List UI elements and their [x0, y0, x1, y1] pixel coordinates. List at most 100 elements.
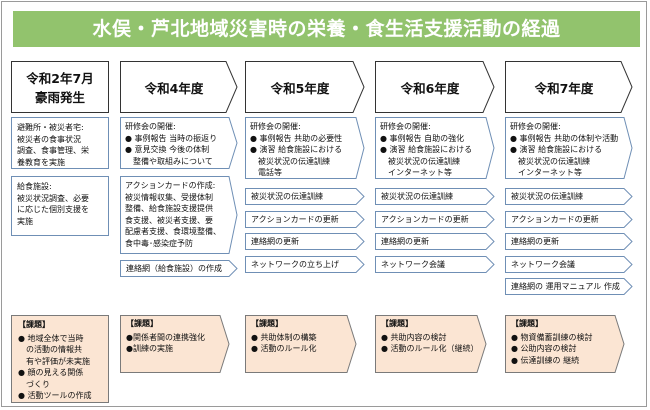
- activity-box-arrow: [375, 117, 495, 179]
- activity-box-arrow: [505, 117, 633, 179]
- activity-box-text: 研修会の開催:● 事例報告 共助の必要性● 演習 給食施設における 被災状況の伝…: [250, 121, 360, 179]
- arrow-item-shape: [375, 255, 495, 273]
- activity-box-text: 避難所・被災者宅:被災者の食事状況調査、食事管理、栄養教育を実施: [17, 122, 103, 168]
- arrow-item-shape: [245, 188, 365, 205]
- arrow-item-label: ネットワーク会議: [511, 259, 575, 269]
- activity-text-line: 整備、給食施設支援提供: [125, 204, 213, 213]
- column-header-1: 令和2年7月豪雨発生: [11, 61, 109, 113]
- issue-line: ● 顔の見える関係: [18, 368, 84, 377]
- activity-box-text: アクションカードの作成:被災情報収集、受援体制整備、給食施設支援提供食支援、被災…: [125, 180, 233, 249]
- activity-arrow-item: アクションカードの更新: [375, 210, 495, 228]
- issue-text: 【課題】 ● 共助体制の構築 ● 活動のルール化: [251, 318, 351, 355]
- column-header-label: 令和2年7月豪雨発生: [11, 61, 109, 113]
- page-title: 水俣・芦北地域災害時の栄養・食生活支援活動の経過: [13, 11, 640, 47]
- arrow-item-label: 被災状況の伝達訓練: [511, 192, 583, 201]
- activity-text-line: 被災者の食事状況: [17, 134, 81, 144]
- activity-text-line: 実施: [17, 216, 33, 226]
- issue-line: ● 伝達訓練の 継続: [511, 355, 580, 365]
- activity-text-line: 被災情報収集、受援体制: [125, 192, 213, 202]
- activity-box: 研修会の開催:● 事例報告 自助の強化● 演習 給食施設における 被災状況の伝達…: [375, 117, 495, 179]
- activity-text-line: 給食施設:: [17, 182, 52, 191]
- issue-box-arrow: [245, 315, 357, 373]
- column-header-5: 令和7年度: [505, 61, 633, 113]
- activity-text-line: ● 事例報告 共助の体制や活動: [510, 133, 619, 143]
- column-header-2: 令和4年度: [120, 61, 238, 113]
- activity-text-line: 研修会の開催:: [380, 122, 431, 131]
- activity-box: 給食施設: 被災状況調査、必要に応じた個別支援を実施: [11, 176, 109, 236]
- activity-arrow-item: 連絡網の更新: [505, 233, 633, 250]
- arrow-item-label: 被災状況の伝達訓練: [381, 192, 453, 201]
- column-header-label: 令和4年度: [120, 61, 228, 113]
- activity-box-arrow: [120, 176, 238, 254]
- column-header-3: 令和5年度: [245, 61, 365, 113]
- activity-text-line: ● 事例報告 自助の強化: [380, 133, 465, 143]
- activity-arrow-item: アクションカードの更新: [505, 210, 633, 228]
- issue-box: 【課題】● 物資備蓄訓練の検討● 公助内容の検討● 伝達訓練の 継続: [505, 315, 625, 373]
- activity-box-arrow: [120, 117, 238, 169]
- activity-arrow-item: 被災状況の伝達訓練: [245, 188, 365, 205]
- activity-text-line: に応じた個別支援を: [17, 205, 89, 214]
- activity-arrow-item: アクションカードの更新: [245, 210, 365, 228]
- header-text-line: 豪雨発生: [34, 90, 85, 105]
- activity-arrow-item: ネットワークの立ち上げ: [245, 255, 365, 273]
- activity-text-line: 被災状況調査、必要: [17, 193, 89, 203]
- arrow-item-shape: [120, 260, 238, 277]
- issue-line: ● 共助体制の構築: [251, 332, 317, 342]
- issue-box: 【課題】● 共助内容の検討● 活動のルール化（継続）: [375, 315, 487, 373]
- arrow-item-shape: [505, 188, 633, 205]
- header-arrow-shape: [505, 61, 633, 113]
- issue-line: ●訓練の実施: [126, 344, 173, 353]
- activity-text-line: 研修会の開催:: [125, 122, 176, 131]
- issue-text: 【課題】● 物資備蓄訓練の検討● 公助内容の検討● 伝達訓練の 継続: [511, 318, 619, 366]
- arrow-item-label: ネットワークの立ち上げ: [251, 259, 339, 269]
- column-header-4: 令和6年度: [375, 61, 495, 113]
- activity-text-line: 調査、食事管理、栄: [17, 146, 89, 155]
- activity-text-line: 研修会の開催:: [510, 122, 561, 131]
- activity-text-line: 電話等: [250, 168, 282, 177]
- activity-text-line: 研修会の開催:: [250, 122, 301, 131]
- column-header-label: 令和6年度: [375, 61, 485, 113]
- activity-box: アクションカードの作成:被災情報収集、受援体制整備、給食施設支援提供食支援、被災…: [120, 176, 238, 254]
- issue-line: ● 物資備蓄訓練の検討: [511, 332, 593, 342]
- activity-box-text: 給食施設: 被災状況調査、必要に応じた個別支援を実施: [17, 181, 103, 227]
- header-text-line: 令和6年度: [400, 80, 460, 96]
- issue-box: 【課題】 ● 共助体制の構築 ● 活動のルール化: [245, 315, 357, 373]
- activity-box: 避難所・被災者宅:被災者の食事状況調査、食事管理、栄養教育を実施: [11, 117, 109, 169]
- activity-box-text: 研修会の開催:● 事例報告 自助の強化● 演習 給食施設における 被災状況の伝達…: [380, 121, 490, 179]
- issue-line: づくり: [18, 379, 50, 389]
- issue-label: 【課題】: [251, 319, 283, 328]
- arrow-item-shape: [505, 233, 633, 250]
- issue-line: の活動の情報共: [18, 345, 82, 354]
- issue-box: 【課題】 ●関係者間の連携強化 ●訓練の実施: [120, 315, 230, 373]
- arrow-item-label: 連絡網（給食施設）の作成: [126, 264, 222, 273]
- activity-text-line: ● 演習 給食施設における: [510, 145, 603, 154]
- arrow-item-label: 連絡網の更新: [251, 237, 299, 246]
- issue-line: ● 公助内容の検討: [511, 344, 577, 353]
- header-arrow-shape: [120, 61, 238, 113]
- issue-line: ● 活動のルール化: [251, 344, 317, 353]
- arrow-item-shape: [505, 278, 633, 295]
- activity-text-line: インターネット等: [510, 168, 582, 177]
- arrow-item-label: 被災状況の伝達訓練: [251, 192, 323, 201]
- activity-box-arrow: [245, 117, 365, 179]
- issue-text: 【課題】 ●関係者間の連携強化 ●訓練の実施: [126, 318, 224, 355]
- issue-text: 【課題】● 共助内容の検討● 活動のルール化（継続）: [381, 318, 481, 355]
- activity-text-line: 食中毒･感染症予防: [125, 238, 193, 248]
- header-arrow-shape: [375, 61, 495, 113]
- activity-arrow-item: 連絡網の更新: [375, 233, 495, 250]
- arrow-item-shape: [375, 210, 495, 228]
- activity-arrow-item: 連絡網の更新: [245, 233, 365, 250]
- arrow-item-shape: [245, 233, 365, 250]
- activity-arrow-item: 連絡網の 運用マニュアル 作成: [505, 278, 633, 295]
- header-text-line: 令和7年度: [534, 80, 594, 96]
- activity-arrow-item: ネットワーク会議: [505, 255, 633, 273]
- activity-text-line: ● 意見交換 今後の体制: [125, 145, 210, 154]
- column-header-label: 令和5年度: [245, 61, 355, 113]
- activity-text-line: 被災状況の伝達訓練: [510, 156, 590, 166]
- activity-text-line: 配慮者支援、食環境整備、: [125, 227, 221, 236]
- issue-label: 【課題】: [126, 319, 158, 328]
- issue-line: 有や評価が未実施: [18, 356, 90, 366]
- arrow-item-label: 連絡網の更新: [511, 237, 559, 246]
- activity-arrow-item: 被災状況の伝達訓練: [375, 188, 495, 205]
- issue-line: ●関係者間の連携強化: [126, 332, 205, 342]
